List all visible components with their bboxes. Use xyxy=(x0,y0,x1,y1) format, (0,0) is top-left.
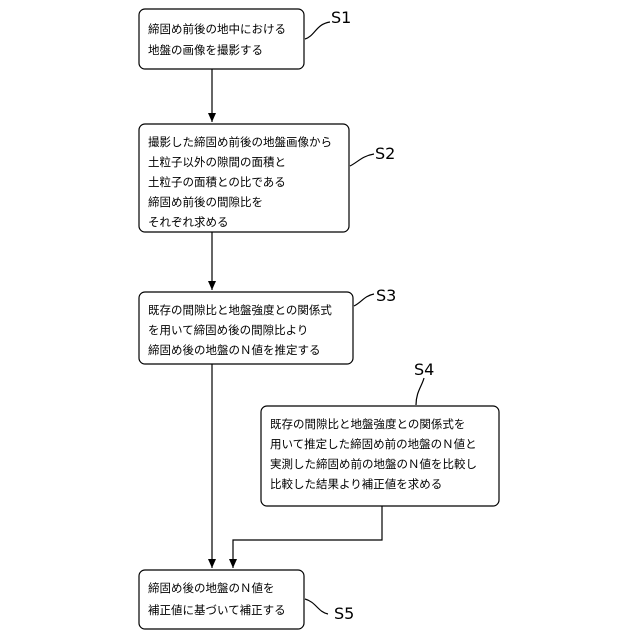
step-s3: 既存の間隙比と地盤強度との関係式 を用いて締固め後の間隙比より 締固め後の地盤の… xyxy=(139,286,396,364)
step-s4: 既存の間隙比と地盤強度との関係式を 用いて推定した締固め前の地盤のＮ値と 実測し… xyxy=(261,360,499,506)
step-s4-label-leader xyxy=(416,378,424,405)
step-s1-box xyxy=(139,9,304,69)
step-s1-label-leader xyxy=(305,22,330,39)
arrow-s4-to-s5 xyxy=(233,506,382,568)
step-s5-label: S5 xyxy=(334,604,354,623)
step-s5-box xyxy=(139,570,304,629)
step-s3-label-leader xyxy=(354,294,374,306)
step-s3-label: S3 xyxy=(376,286,396,305)
step-s1-label: S1 xyxy=(331,8,351,27)
step-s3-text: 既存の間隙比と地盤強度との関係式 を用いて締固め後の間隙比より 締固め後の地盤の… xyxy=(148,303,336,357)
step-s2-label: S2 xyxy=(375,144,395,163)
step-s1: 締固め前後の地中における 地盤の画像を撮影する S1 xyxy=(139,8,351,69)
step-s2-label-leader xyxy=(350,154,374,166)
step-s4-label: S4 xyxy=(414,360,434,379)
step-s2: 撮影した締固め前後の地盤画像から 土粒子以外の隙間の面積と 土粒子の面積との比で… xyxy=(139,124,395,232)
step-s5: 締固め後の地盤のＮ値を 補正値に基づいて補正する S5 xyxy=(139,570,354,629)
step-s5-label-leader xyxy=(305,599,328,614)
